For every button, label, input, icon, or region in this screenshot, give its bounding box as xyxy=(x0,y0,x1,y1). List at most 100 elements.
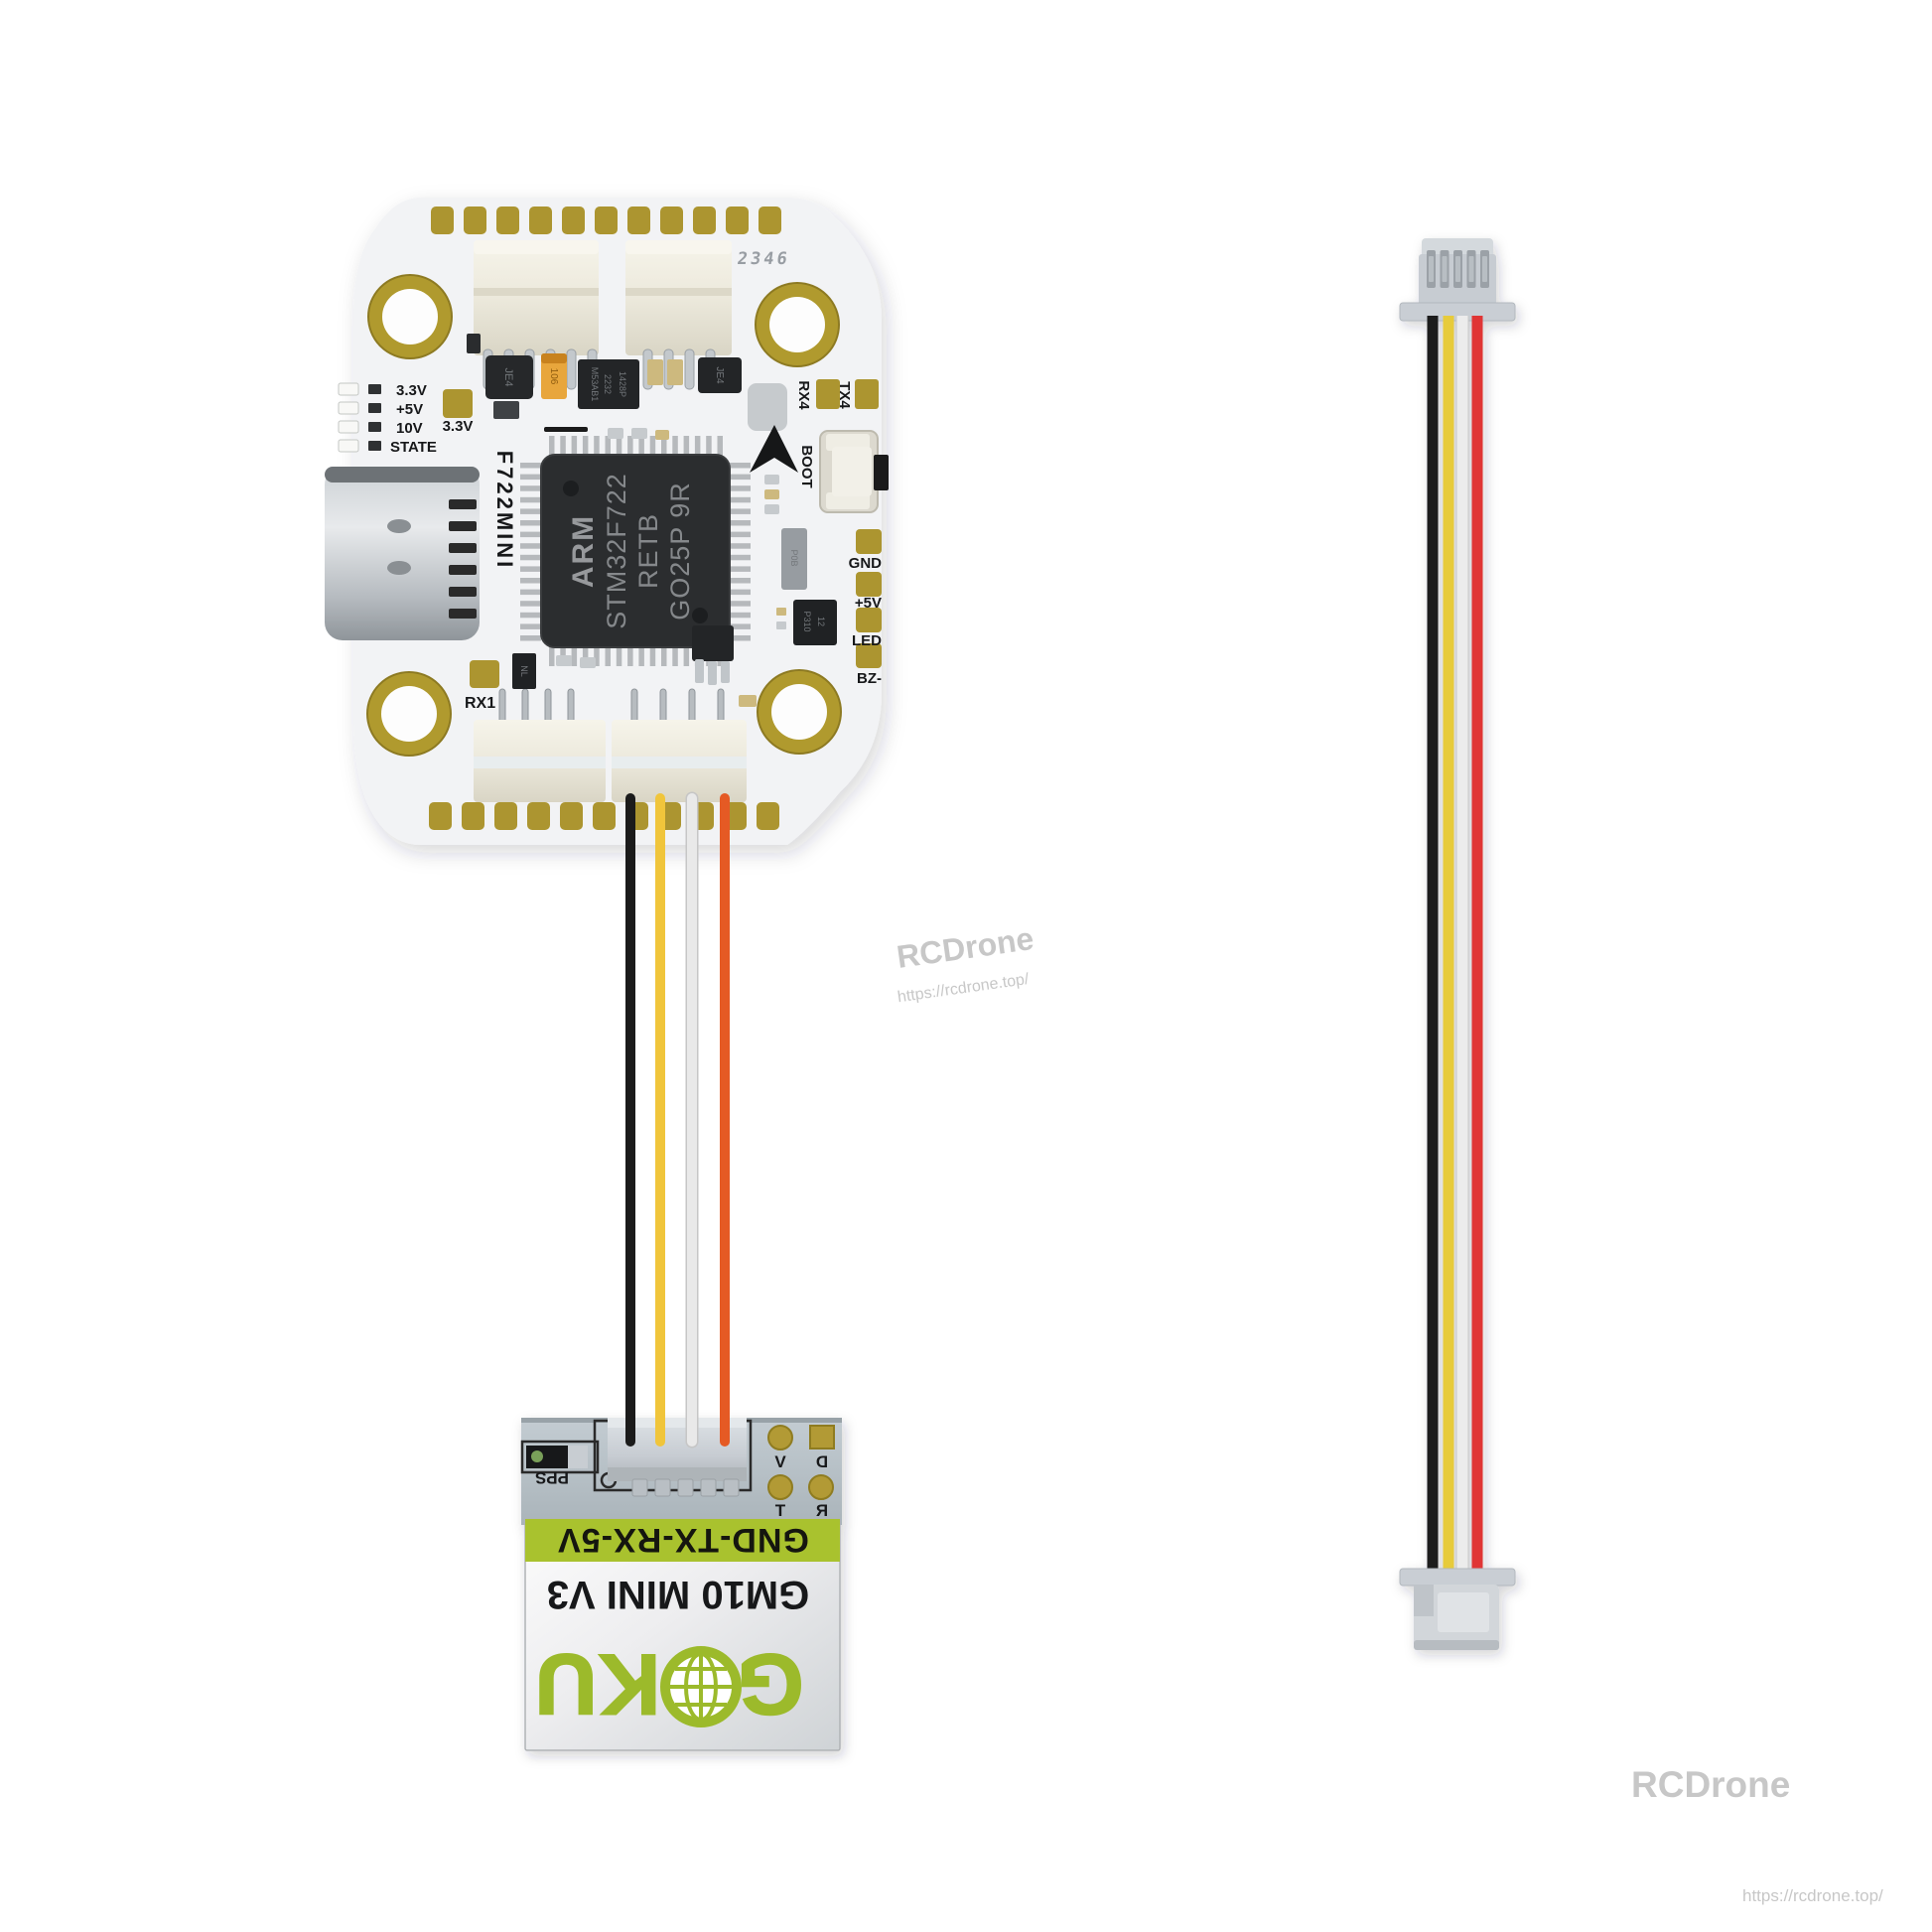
usb-c-connector xyxy=(325,467,480,640)
smd-component xyxy=(608,428,623,439)
socket-tooth xyxy=(677,1478,694,1497)
socket-pin xyxy=(521,688,529,724)
socket-pin xyxy=(659,688,667,724)
jst-socket-bottom-right xyxy=(612,688,747,802)
date-code: 2346 xyxy=(736,249,791,269)
mcu-pin xyxy=(520,612,541,619)
mcu-part-text: STM32F722 xyxy=(602,473,631,629)
castellation-pad xyxy=(527,802,550,830)
boot-button-nub xyxy=(874,455,889,490)
smd-component xyxy=(695,659,704,683)
led-resistor xyxy=(368,403,381,413)
gps-jst-socket xyxy=(608,1418,747,1497)
gps-pad-d xyxy=(809,1425,835,1449)
mcu-pin xyxy=(520,554,541,561)
mcu-pin xyxy=(520,531,541,538)
mcu-pin xyxy=(616,645,622,666)
date-code-text: 2346 xyxy=(736,249,791,269)
jst-socket-top-right xyxy=(625,240,732,390)
mcu-pin xyxy=(730,554,751,561)
brand-letter-u: U xyxy=(535,1636,597,1731)
mcu-pin xyxy=(582,645,589,666)
mcu-pin xyxy=(571,645,578,666)
socket-pin xyxy=(684,348,695,390)
mcu-pin xyxy=(571,436,578,457)
gps-pad-t xyxy=(767,1474,793,1500)
mark-cap106: 106 xyxy=(548,368,559,385)
smd-component xyxy=(764,475,779,484)
mcu-pin xyxy=(520,566,541,572)
smd-component xyxy=(698,357,742,393)
mcu-pin xyxy=(694,436,701,457)
watermark-center-url: https://rcdrone.top/ xyxy=(897,971,1031,1006)
watermark-center-text: RCDrone xyxy=(895,920,1035,975)
watermark-center: RCDrone https://rcdrone.top/ xyxy=(895,920,1035,1006)
mounting-hole xyxy=(757,669,842,755)
led-label-3v3: 3.3V xyxy=(396,382,427,399)
pad-3v3-label: 3.3V xyxy=(443,418,474,435)
gps-pinout-text: GND-TX-RX-5V xyxy=(557,1521,809,1559)
status-leds xyxy=(338,382,381,453)
mounting-hole xyxy=(366,671,452,757)
usb-pin xyxy=(449,499,477,509)
mcu-pin xyxy=(730,496,751,503)
mcu-pin xyxy=(649,645,656,666)
spare-cable xyxy=(1399,238,1516,1650)
chip-pin1-dimple xyxy=(563,481,579,496)
gps-model-text: GM10 MINI V3 xyxy=(547,1573,810,1616)
smd-component xyxy=(764,504,779,514)
socket-pin xyxy=(498,688,506,724)
mark-ic-a: M53AB1 xyxy=(590,367,600,402)
socket-tooth xyxy=(654,1478,671,1497)
mcu-pin xyxy=(520,578,541,584)
pin-contact xyxy=(1482,256,1487,282)
usb-pin xyxy=(449,609,477,619)
led-resistor xyxy=(368,384,381,394)
smd-component xyxy=(764,489,779,499)
smd-component xyxy=(493,401,519,419)
smd-component xyxy=(776,608,786,616)
mcu-pin xyxy=(730,520,751,526)
mcu-pin xyxy=(730,463,751,469)
uart-pad xyxy=(856,529,882,554)
pad-rx1 xyxy=(470,660,499,688)
mcu-pin xyxy=(717,436,723,457)
usb-pins xyxy=(449,499,477,619)
socket-tooth xyxy=(700,1478,717,1497)
cable-wires xyxy=(1427,316,1483,1571)
brand-letter-k: K xyxy=(599,1636,660,1731)
smd-component xyxy=(708,661,717,685)
smd-component xyxy=(580,657,596,668)
smd-component xyxy=(739,695,757,707)
led-label-state: STATE xyxy=(390,439,437,456)
mcu-pin xyxy=(520,623,541,629)
mcu-pin xyxy=(730,485,751,491)
castellation-pad xyxy=(726,207,749,234)
mcu-pin xyxy=(520,508,541,514)
mark-je4-a: JE4 xyxy=(502,368,514,387)
pad-rx4 xyxy=(816,379,840,409)
castellation-pad xyxy=(660,207,683,234)
bz-pad-label: BZ- xyxy=(857,670,882,687)
gps-pad-r-glyph: R xyxy=(816,1501,828,1520)
castellation-pad xyxy=(757,802,779,830)
mcu-pin xyxy=(661,645,667,666)
mcu-pin xyxy=(649,436,656,457)
smd-component xyxy=(544,427,588,432)
castellation-pad xyxy=(529,207,552,234)
mcu-pin xyxy=(730,508,751,514)
mcu-line3-text: RETB xyxy=(633,513,663,589)
smd-components xyxy=(467,334,837,707)
smd-component xyxy=(793,600,837,645)
pin-contact xyxy=(1455,256,1460,282)
smd-component xyxy=(631,428,647,439)
smd-component xyxy=(541,353,567,363)
smd-component xyxy=(781,528,807,590)
uart-pad xyxy=(856,572,882,597)
castellation-pad xyxy=(429,802,452,830)
led-pad-label: LED xyxy=(852,632,882,649)
mark-ic-b: 2232 xyxy=(603,374,613,394)
mcu-pin xyxy=(638,436,644,457)
castellation-pad xyxy=(496,207,519,234)
